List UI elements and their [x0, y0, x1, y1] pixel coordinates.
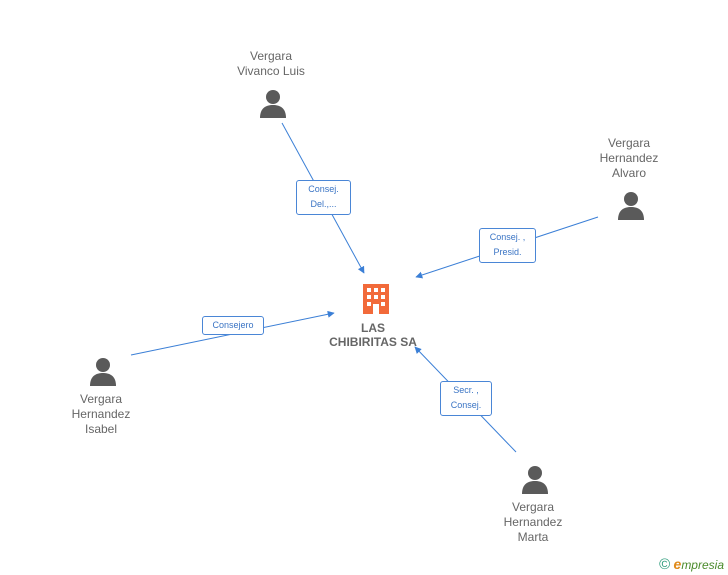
copyright-symbol: © — [659, 556, 671, 573]
person-icon[interactable] — [88, 356, 118, 386]
edge-label[interactable]: Consej. , Presid. — [479, 228, 536, 263]
person-name-label[interactable]: Vergara Vivanco Luis — [237, 49, 305, 78]
person-name-label[interactable]: Vergara Hernandez Alvaro — [599, 136, 659, 180]
company-building-icon[interactable] — [361, 282, 391, 316]
brand-logo-initial: e — [673, 556, 682, 572]
brand-logo-text: mpresia — [681, 558, 724, 572]
person-icon[interactable] — [258, 88, 288, 118]
footer-brand: © empresia — [659, 556, 724, 573]
person-name-label[interactable]: Vergara Hernandez Isabel — [71, 392, 131, 436]
edge-label[interactable]: Consejero — [202, 316, 264, 335]
person-name-label[interactable]: Vergara Hernandez Marta — [503, 500, 563, 544]
edge-label[interactable]: Consej. Del.,... — [296, 180, 351, 215]
person-icon[interactable] — [520, 464, 550, 494]
company-name-label[interactable]: LAS CHIBIRITAS SA — [329, 321, 417, 349]
edge-label[interactable]: Secr. , Consej. — [440, 381, 492, 416]
person-icon[interactable] — [616, 190, 646, 220]
